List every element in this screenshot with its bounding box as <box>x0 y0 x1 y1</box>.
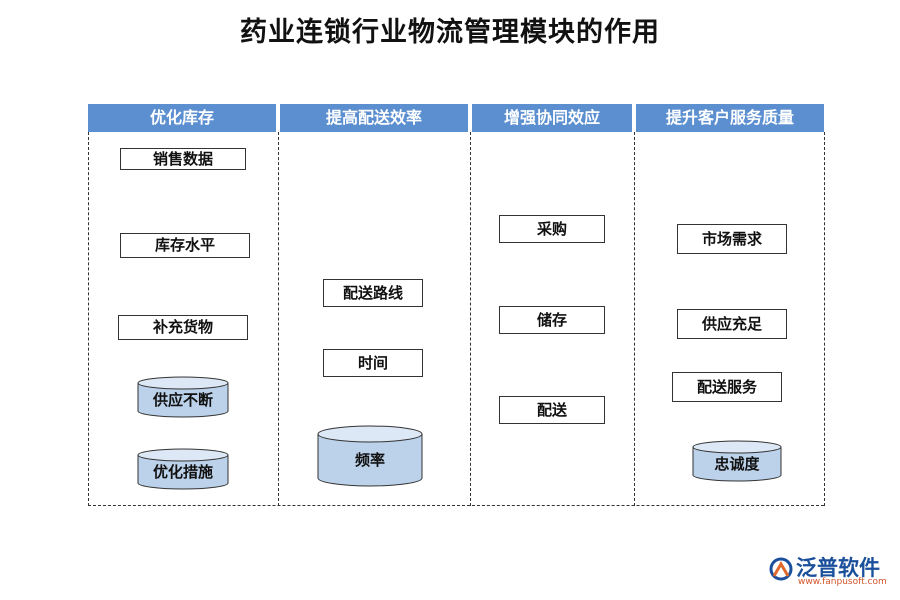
node-delivery-route: 配送路线 <box>323 279 423 307</box>
cylinder-continuous-supply: 供应不断 <box>137 376 229 418</box>
brand-watermark: 泛普软件 www.fanpusoft.com <box>768 552 894 592</box>
column-divider <box>824 132 825 506</box>
node-inventory-level: 库存水平 <box>120 233 250 258</box>
column-header-service-quality: 提升客户服务质量 <box>636 104 824 132</box>
column-header-optimize-inventory: 优化库存 <box>88 104 276 132</box>
node-storage: 储存 <box>499 306 605 334</box>
column-divider <box>470 132 471 506</box>
brand-name: 泛普软件 <box>796 556 880 580</box>
cylinder-loyalty: 忠诚度 <box>692 440 782 482</box>
cylinder-label: 频率 <box>354 451 385 469</box>
page-title: 药业连锁行业物流管理模块的作用 <box>240 17 660 48</box>
column-header-synergy: 增强协同效应 <box>472 104 632 132</box>
fanpu-logo-icon <box>769 557 793 581</box>
cylinder-label: 优化措施 <box>152 463 213 481</box>
cylinder-label: 忠诚度 <box>714 455 760 473</box>
node-sales-data: 销售数据 <box>120 148 246 170</box>
cylinder-frequency: 频率 <box>317 425 423 487</box>
column-divider <box>88 132 89 506</box>
brand-url: www.fanpusoft.com <box>798 577 887 587</box>
node-market-demand: 市场需求 <box>677 224 787 254</box>
node-replenishment: 补充货物 <box>118 315 248 340</box>
cylinder-label: 供应不断 <box>152 391 213 409</box>
bottom-divider <box>88 505 824 506</box>
node-procurement: 采购 <box>499 215 605 243</box>
node-delivery-service: 配送服务 <box>672 372 782 402</box>
node-adequate-supply: 供应充足 <box>677 309 787 339</box>
column-divider <box>634 132 635 506</box>
column-divider <box>278 132 279 506</box>
cylinder-optimization-measures: 优化措施 <box>137 448 229 490</box>
node-time: 时间 <box>323 349 423 377</box>
column-header-delivery-efficiency: 提高配送效率 <box>280 104 468 132</box>
node-distribution: 配送 <box>499 396 605 424</box>
